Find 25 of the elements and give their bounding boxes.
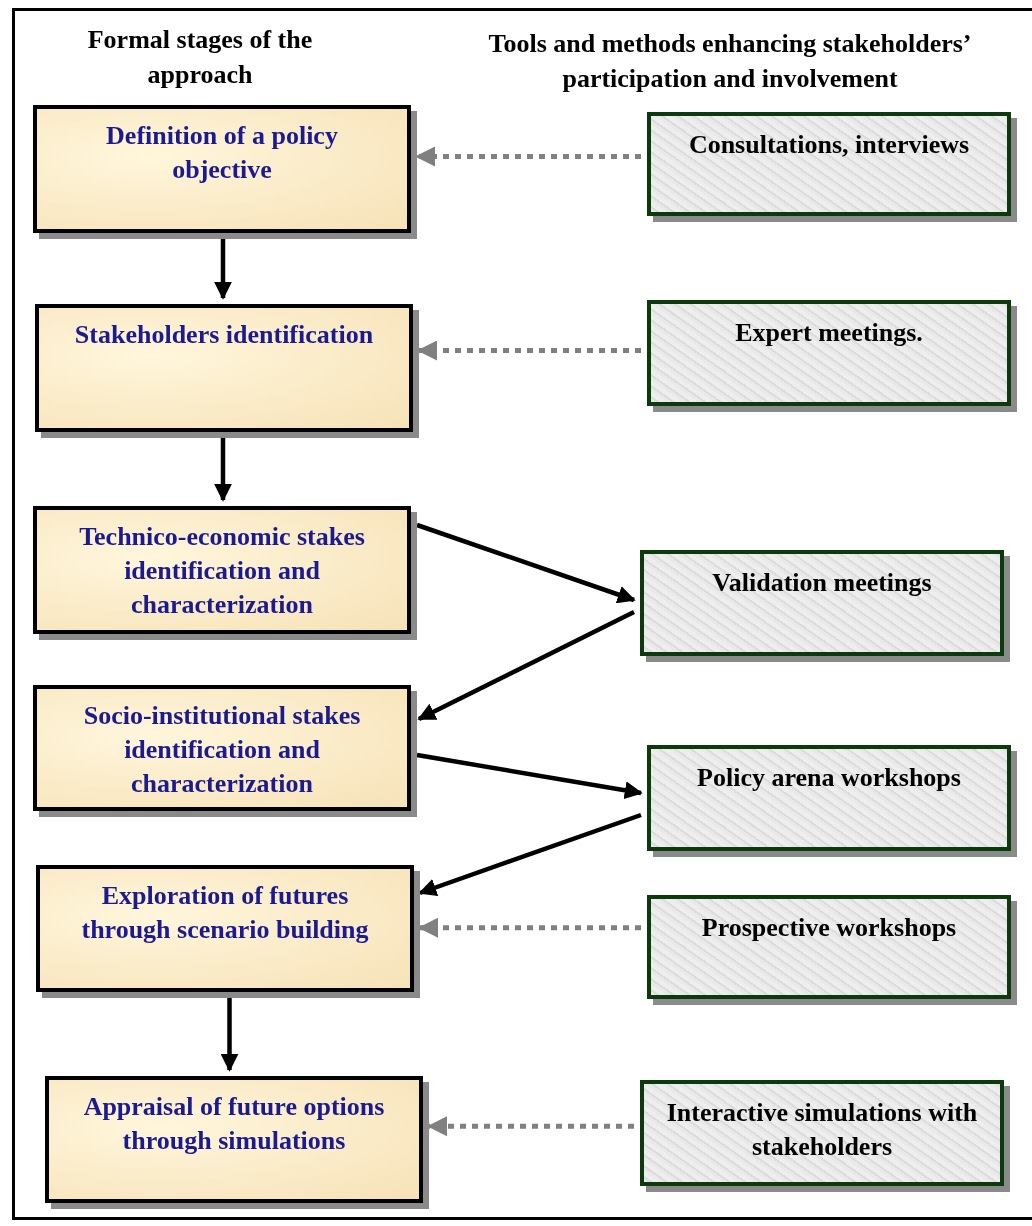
dashed-arrow [427,1116,634,1137]
stage-label: Appraisal of future options through simulations [82,1091,386,1157]
stage-label: Exploration of futures through scenario building [80,880,370,946]
dashed-arrow [417,340,641,361]
stage-label: Socio-institutional stakes identification and characterization [82,700,362,800]
dashed-arrow [415,146,641,167]
stage-label: Definition of a policy objective [105,120,339,186]
column-heading: Tools and methods enhancing stakeholders’ participation and involvement [487,28,973,95]
method-label: Consultations, interviews [688,129,970,161]
stage-label: Stakeholders identification [74,319,374,351]
method-label: Interactive simulations with stakeholders [666,1097,978,1163]
method-label: Expert meetings. [735,317,923,349]
method-label: Validation meetings [712,567,932,599]
arrow [417,610,635,721]
column-heading: Formal stages of the approach [86,24,314,91]
method-label: Prospective workshops [701,912,957,944]
arrow [416,752,643,800]
arrow [416,522,636,604]
arrow [418,812,642,897]
arrow [214,438,232,502]
stage-label: Technico-economic stakes identification and characterization [78,521,366,621]
method-label: Policy arena workshops [697,762,961,794]
arrow [220,998,239,1072]
arrow [214,239,232,300]
dashed-arrow [418,917,641,938]
